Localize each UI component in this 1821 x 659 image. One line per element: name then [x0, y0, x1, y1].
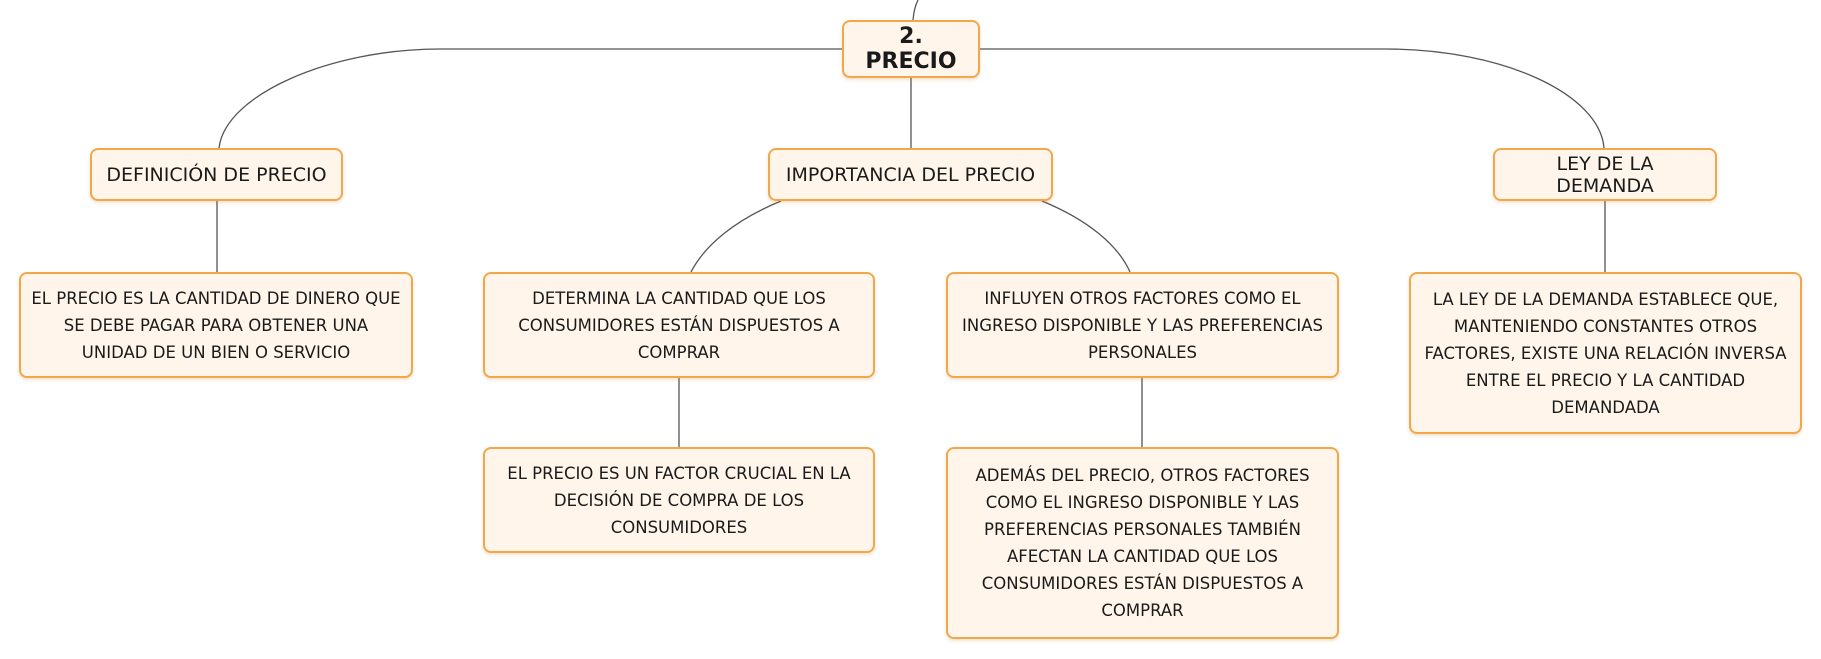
subdetail-node-importancia-1[interactable]: EL PRECIO ES UN FACTOR CRUCIAL EN LA DEC… — [483, 447, 875, 553]
edge-root-to-ley — [980, 48, 1605, 149]
detail-node-label: INFLUYEN OTROS FACTORES COMO EL INGRESO … — [961, 288, 1323, 362]
detail-node-importancia-2[interactable]: INFLUYEN OTROS FACTORES COMO EL INGRESO … — [946, 272, 1339, 378]
topic-node-importancia[interactable]: IMPORTANCIA DEL PRECIO — [768, 148, 1053, 201]
edge-root-to-definicion — [218, 48, 842, 149]
topic-node-label: IMPORTANCIA DEL PRECIO — [785, 163, 1036, 186]
topic-node-ley[interactable]: LEY DE LA DEMANDA — [1493, 148, 1717, 201]
subdetail-node-importancia-2[interactable]: ADEMÁS DEL PRECIO, OTROS FACTORES COMO E… — [946, 447, 1339, 639]
detail-node-importancia-1[interactable]: DETERMINA LA CANTIDAD QUE LOS CONSUMIDOR… — [483, 272, 875, 378]
detail-node-label: DETERMINA LA CANTIDAD QUE LOS CONSUMIDOR… — [518, 288, 840, 362]
detail-node-ley[interactable]: LA LEY DE LA DEMANDA ESTABLECE QUE, MANT… — [1409, 272, 1802, 434]
edge-parent-to-root — [912, 0, 919, 21]
topic-node-label: DEFINICIÓN DE PRECIO — [106, 163, 327, 186]
detail-node-label: EL PRECIO ES LA CANTIDAD DE DINERO QUE S… — [31, 288, 401, 362]
root-node[interactable]: 2. PRECIO — [842, 20, 980, 78]
subdetail-node-label: EL PRECIO ES UN FACTOR CRUCIAL EN LA DEC… — [507, 463, 851, 537]
edge-importancia-to-d2 — [690, 200, 782, 273]
subdetail-node-label: ADEMÁS DEL PRECIO, OTROS FACTORES COMO E… — [975, 466, 1310, 620]
root-node-label: 2. PRECIO — [865, 24, 957, 74]
topic-node-definicion[interactable]: DEFINICIÓN DE PRECIO — [90, 148, 343, 201]
detail-node-definicion[interactable]: EL PRECIO ES LA CANTIDAD DE DINERO QUE S… — [19, 272, 413, 378]
topic-node-label: LEY DE LA DEMANDA — [1556, 152, 1654, 197]
edge-importancia-to-d3 — [1041, 200, 1131, 273]
detail-node-label: LA LEY DE LA DEMANDA ESTABLECE QUE, MANT… — [1424, 289, 1787, 417]
